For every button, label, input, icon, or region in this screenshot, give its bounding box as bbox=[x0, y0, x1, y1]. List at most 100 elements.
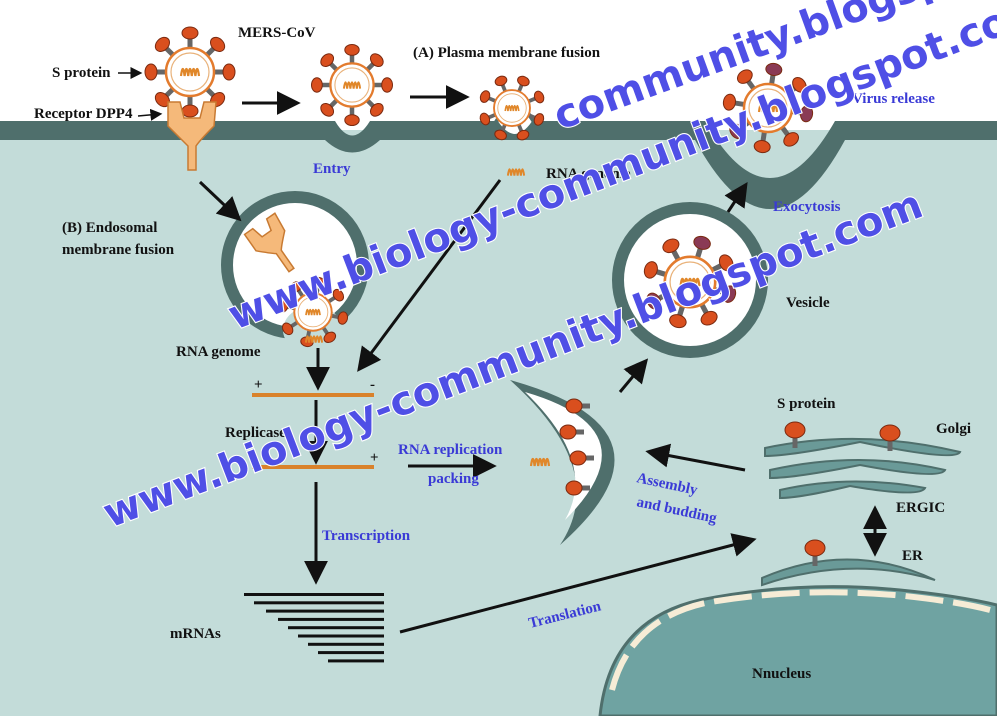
rna-coil bbox=[305, 308, 321, 316]
label-entry: Entry bbox=[313, 161, 351, 177]
spike-protein bbox=[662, 238, 680, 254]
spike-protein bbox=[289, 280, 303, 293]
mrna-line bbox=[308, 642, 384, 646]
label-minus: - bbox=[370, 377, 375, 393]
spike-protein bbox=[722, 93, 736, 111]
label-s-protein: S protein bbox=[52, 65, 111, 81]
spike-stalk bbox=[657, 291, 669, 301]
virion bbox=[479, 75, 545, 141]
spike-protein bbox=[320, 102, 335, 117]
virion bbox=[277, 276, 349, 348]
spike-stalk bbox=[713, 286, 725, 296]
budding-membrane bbox=[510, 380, 615, 545]
label-transcription: Transcription bbox=[322, 528, 411, 544]
spike-protein bbox=[643, 261, 658, 279]
spike-stalk bbox=[769, 74, 776, 85]
mrna-line bbox=[298, 634, 384, 638]
label-vesicle: Vesicle bbox=[786, 295, 830, 311]
spike-protein bbox=[533, 113, 545, 126]
spike-protein bbox=[479, 90, 491, 103]
spike-protein bbox=[516, 129, 530, 141]
spike-protein bbox=[792, 76, 807, 93]
spike-protein bbox=[154, 36, 170, 52]
spike-protein bbox=[693, 235, 711, 250]
spike-protein bbox=[559, 424, 577, 440]
budding-spike bbox=[569, 450, 594, 466]
spike-stalk bbox=[527, 96, 537, 103]
budding-spike bbox=[559, 424, 584, 440]
spike-stalk bbox=[164, 87, 175, 98]
rna-genome-endosome bbox=[304, 335, 324, 343]
spike-stalk bbox=[327, 295, 337, 304]
spike-protein bbox=[494, 129, 507, 141]
spike-protein bbox=[569, 450, 587, 466]
spike-stalk bbox=[286, 304, 296, 311]
label-nucleus: Nnucleus bbox=[752, 666, 811, 682]
spike-stalk bbox=[745, 79, 756, 91]
rna-in-bud bbox=[529, 457, 551, 467]
spike-protein bbox=[800, 105, 814, 123]
s-protein-marker bbox=[879, 424, 901, 451]
spike-stalk bbox=[330, 313, 340, 320]
spike-stalk bbox=[328, 98, 339, 109]
spike-protein bbox=[344, 44, 360, 56]
viral-capsid bbox=[334, 67, 370, 103]
spike-protein bbox=[517, 75, 530, 87]
label-er: ER bbox=[902, 548, 923, 564]
spike-protein bbox=[753, 140, 771, 154]
golgi-cisterna-1 bbox=[764, 437, 962, 458]
rna-coil bbox=[304, 335, 324, 343]
spike-protein bbox=[369, 53, 384, 68]
er bbox=[761, 558, 936, 587]
spike-stalk bbox=[671, 249, 681, 261]
label-endosomal-2: membrane fusion bbox=[62, 242, 175, 258]
spike-protein bbox=[765, 62, 783, 76]
label-golgi: Golgi bbox=[936, 421, 971, 437]
spike-protein bbox=[494, 75, 508, 87]
spike-stalk bbox=[365, 98, 376, 109]
spike-stalk bbox=[289, 320, 299, 329]
budding-spike bbox=[565, 480, 590, 496]
spike-stalk bbox=[205, 87, 216, 98]
spike-protein bbox=[281, 322, 294, 336]
spike-stalk bbox=[655, 268, 667, 278]
spike-stalk bbox=[711, 263, 723, 273]
spike-protein bbox=[533, 90, 545, 104]
s-protein-marker bbox=[784, 421, 806, 448]
spike-protein bbox=[310, 77, 323, 93]
viral-envelope bbox=[663, 255, 717, 309]
spike-stalk bbox=[739, 120, 751, 131]
viral-capsid bbox=[497, 93, 527, 123]
spike-stalk bbox=[205, 46, 216, 57]
rna-strand-negative bbox=[252, 393, 374, 397]
spike-protein bbox=[337, 311, 349, 325]
spike-stalk bbox=[487, 113, 497, 120]
mrna-line bbox=[254, 601, 384, 605]
nuclear-envelope bbox=[609, 589, 991, 691]
spike-stalk bbox=[760, 131, 767, 142]
label-virus-release: Virus release bbox=[852, 91, 935, 107]
spike-stalk bbox=[785, 85, 797, 96]
label-s-protein-golgi: S protein bbox=[777, 396, 836, 412]
golgi-cisterna-2 bbox=[769, 459, 947, 480]
spike-protein bbox=[381, 77, 394, 93]
plasma-membrane bbox=[0, 121, 997, 209]
virion bbox=[643, 235, 737, 329]
label-rna-genome-left: RNA genome bbox=[176, 344, 261, 360]
spike-protein bbox=[669, 314, 687, 329]
spike-stalk bbox=[699, 303, 709, 315]
spike-protein bbox=[729, 123, 744, 140]
spike-protein bbox=[320, 53, 335, 68]
virion bbox=[144, 26, 236, 118]
spike-protein bbox=[783, 132, 800, 147]
viral-envelope bbox=[493, 89, 531, 127]
spike-stalk bbox=[676, 305, 686, 317]
spike-protein bbox=[181, 104, 199, 118]
label-packing: packing bbox=[428, 471, 479, 487]
spike-protein bbox=[323, 331, 337, 344]
viral-capsid bbox=[170, 52, 210, 92]
label-plus-2: + bbox=[370, 450, 379, 466]
label-mrnas: mRNAs bbox=[170, 626, 221, 642]
rna-coil bbox=[506, 168, 526, 176]
label-plasma-fusion: (A) Plasma membrane fusion bbox=[413, 45, 601, 61]
